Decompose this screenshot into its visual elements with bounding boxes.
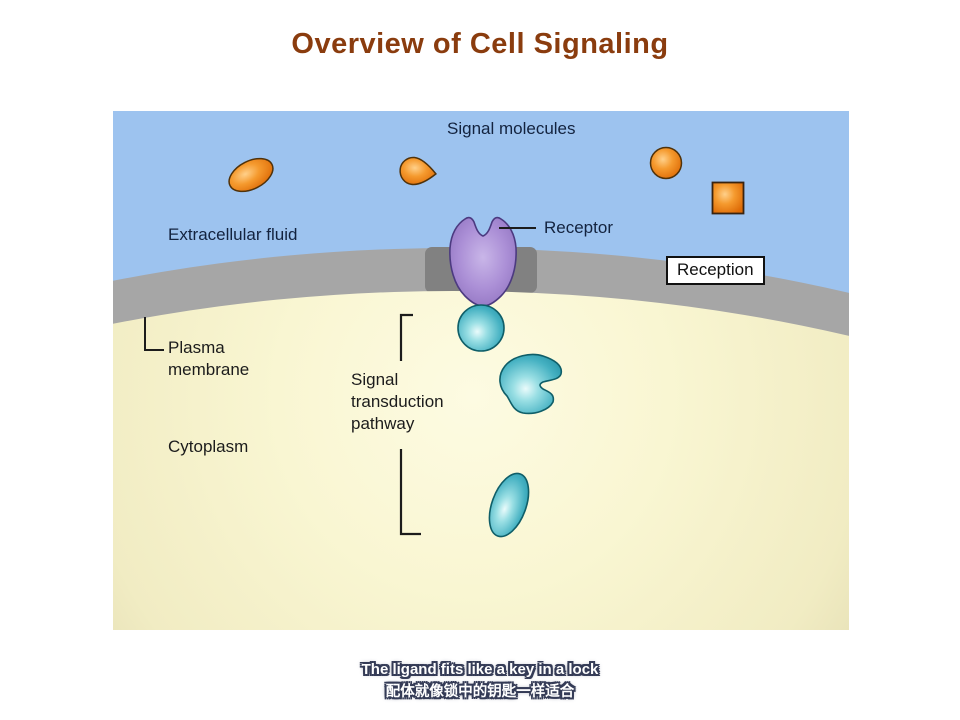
pathway-bracket-top — [399, 313, 413, 361]
relay-molecule-ellipse — [488, 472, 530, 538]
relay-molecule-kidney — [499, 353, 563, 415]
cytoplasm-label: Cytoplasm — [168, 437, 249, 456]
extracellular-fluid-label: Extracellular fluid — [168, 225, 298, 244]
receptor-label: Receptor — [544, 218, 613, 237]
signal-molecules-label: Signal molecules — [447, 119, 576, 138]
signal-molecule-circle-icon — [649, 146, 683, 180]
signal-molecule-square-icon — [711, 181, 745, 215]
pathway-bracket-bottom — [399, 449, 421, 536]
page-title: Overview of Cell Signaling — [291, 28, 669, 60]
signal-molecule-teardrop-icon — [399, 156, 437, 186]
relay-molecule-ball — [457, 304, 505, 352]
receptor-shape — [449, 216, 517, 307]
plasma-membrane-label: Plasma membrane — [168, 338, 250, 379]
plasma-membrane-pointer — [144, 317, 164, 351]
reception-step-box: Reception — [666, 256, 765, 285]
signal-molecule-ellipse-icon — [228, 157, 274, 193]
reception-label: Reception — [677, 260, 754, 279]
signal-transduction-pathway-label: Signal transduction pathway — [351, 370, 444, 433]
diagram-canvas — [113, 111, 849, 630]
subtitle-english: The ligand fits like a key in a lock — [361, 661, 599, 678]
cell-signaling-diagram: Signal molecules Extracellular fluid Rec… — [113, 111, 849, 630]
subtitle-block: The ligand fits like a key in a lock 配体就… — [0, 659, 960, 702]
subtitle-chinese: 配体就像锁中的钥匙一样适合 — [385, 684, 575, 700]
cytoplasm-region — [113, 291, 849, 630]
